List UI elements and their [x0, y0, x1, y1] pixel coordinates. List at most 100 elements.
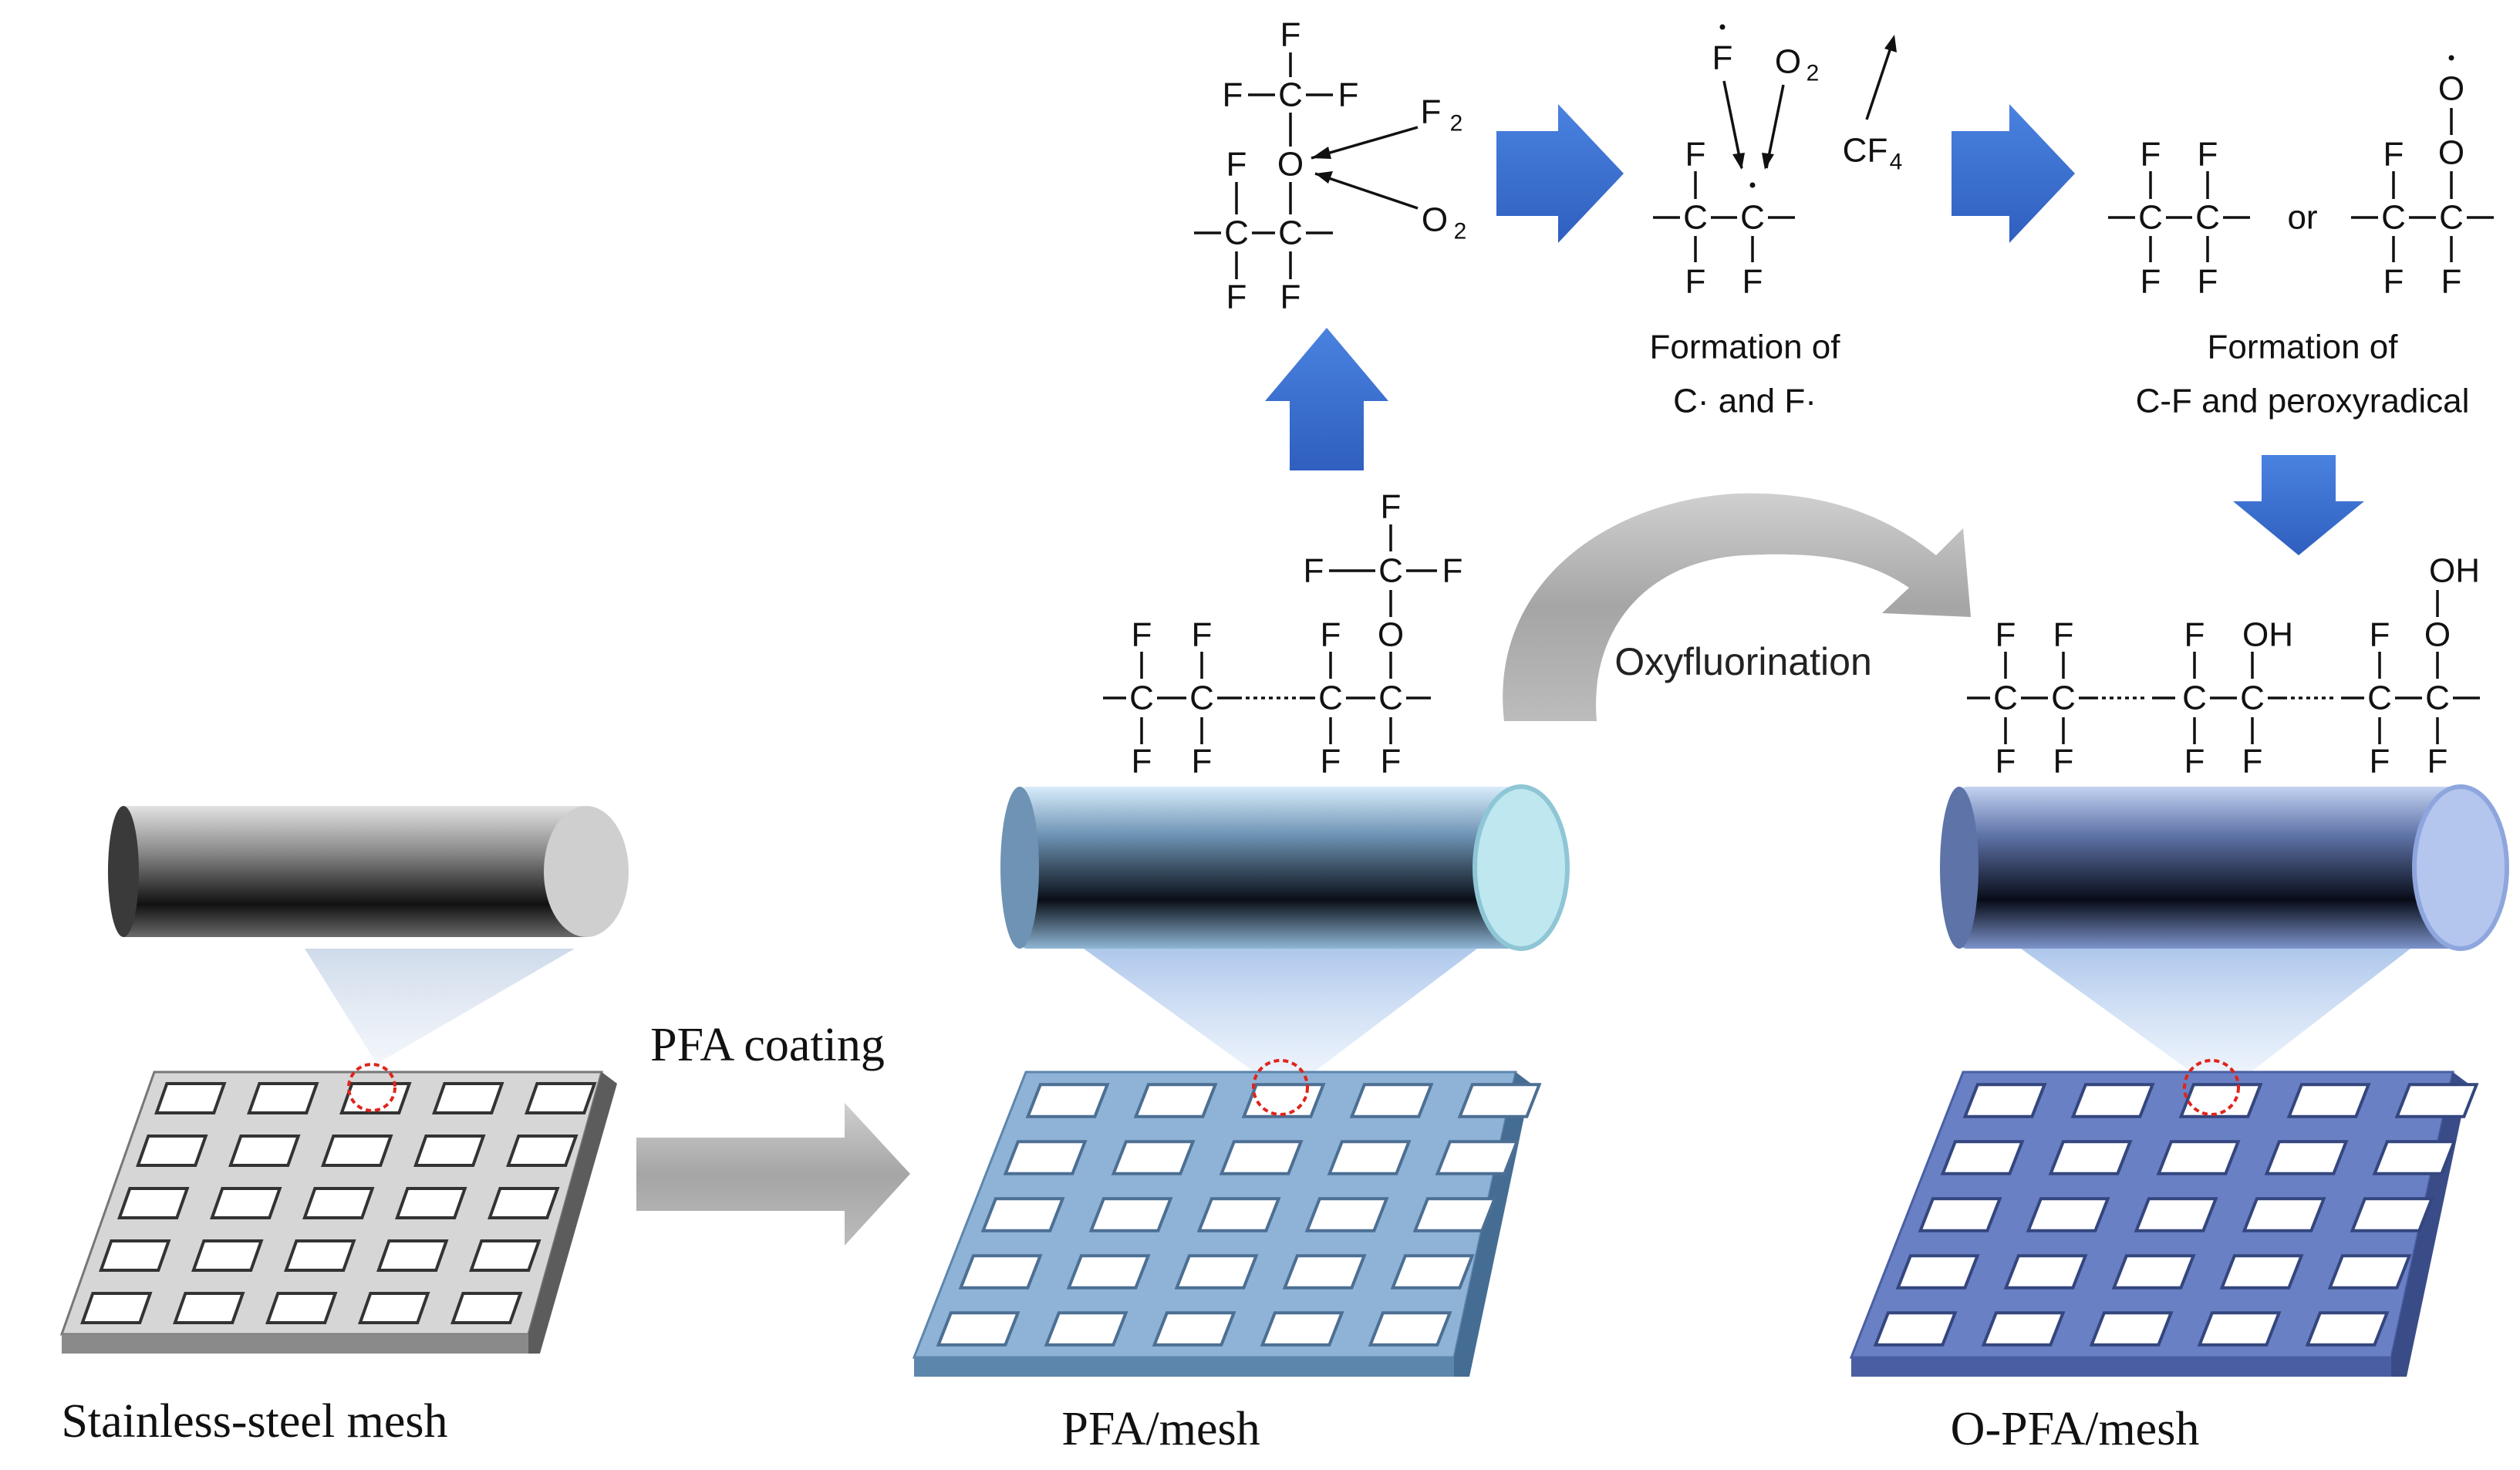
- peroxyradical-structures: F F C C F F or F C C F F O O Formation o…: [2108, 55, 2494, 420]
- svg-text:F: F: [1381, 743, 1402, 781]
- svg-text:F: F: [2198, 263, 2218, 301]
- svg-text:F: F: [2198, 136, 2218, 174]
- mesh-hole: [1152, 1311, 1236, 1347]
- zoom-beam: [1084, 949, 1477, 1080]
- svg-text:F: F: [1304, 552, 1324, 590]
- mesh-hole: [980, 1197, 1065, 1232]
- mesh-hole: [1327, 1140, 1412, 1175]
- mesh-hole: [1873, 1311, 1958, 1347]
- mesh-hole: [228, 1134, 301, 1168]
- svg-text:F: F: [1321, 616, 1341, 654]
- svg-text:F: F: [2383, 136, 2404, 174]
- opfa-mesh-grid: [1849, 1070, 2479, 1377]
- mesh-hole: [302, 1186, 375, 1220]
- svg-text:OH: OH: [2429, 552, 2480, 590]
- svg-text:C: C: [1224, 214, 1249, 252]
- mesh-hole: [117, 1186, 190, 1220]
- mesh-hole: [358, 1291, 430, 1325]
- mesh-hole: [2264, 1140, 2349, 1175]
- svg-text:CF: CF: [1843, 132, 1888, 170]
- mesh-hole: [395, 1186, 467, 1220]
- zoom-beam: [2021, 949, 2410, 1080]
- svg-text:F: F: [1712, 39, 1733, 77]
- mesh-hole: [2070, 1083, 2155, 1118]
- svg-text:F: F: [1685, 136, 1706, 174]
- svg-text:F: F: [1381, 488, 1402, 526]
- svg-text:F: F: [1321, 743, 1341, 781]
- svg-text:F: F: [1995, 743, 2016, 781]
- stainless-mesh-stage: Stainless-steel mesh: [59, 806, 629, 1448]
- mesh-hole: [2089, 1311, 2174, 1347]
- arrow-down: [2233, 455, 2364, 555]
- highlight-circle: [2183, 1059, 2240, 1116]
- mesh-hole: [1304, 1197, 1389, 1232]
- svg-text:C: C: [2381, 199, 2406, 237]
- mesh-hole: [1435, 1140, 1520, 1175]
- mesh-hole: [958, 1254, 1043, 1290]
- mesh-hole: [1044, 1311, 1128, 1347]
- pfa-coating-label: PFA coating: [650, 1019, 885, 1071]
- svg-text:F: F: [2184, 743, 2205, 781]
- svg-text:C: C: [1129, 679, 1154, 717]
- radicals-caption-2: C· and F·: [1673, 383, 1817, 420]
- opfa-mesh-stage: O-PFA/mesh: [1849, 784, 2509, 1455]
- mesh-hole: [1196, 1197, 1281, 1232]
- mesh-hole: [413, 1134, 486, 1168]
- svg-text:F: F: [1995, 616, 2016, 654]
- svg-text:C: C: [1378, 552, 1403, 590]
- svg-text:C: C: [1378, 679, 1403, 717]
- mesh-hole: [80, 1291, 153, 1325]
- svg-text:O: O: [1775, 43, 1801, 81]
- svg-text:F: F: [2053, 616, 2074, 654]
- pfa-wire-cylinder: [1000, 784, 1570, 951]
- svg-text:O: O: [1277, 146, 1304, 184]
- mesh-hole: [2305, 1311, 2390, 1347]
- mesh-hole: [154, 1081, 227, 1115]
- svg-text:F: F: [2140, 136, 2161, 174]
- mesh-hole: [1349, 1083, 1434, 1118]
- svg-text:O: O: [1422, 201, 1448, 239]
- opfa-chain-structure: C C C C C C F F F F F F OH F F F F O OH: [1967, 552, 2480, 781]
- mesh-hole: [1241, 1083, 1326, 1118]
- pfa-mesh-grid: [912, 1070, 1542, 1377]
- mesh-hole: [191, 1239, 264, 1273]
- pfa-mesh-stage: PFA/mesh: [912, 784, 1570, 1455]
- mesh-hole: [525, 1081, 597, 1115]
- mesh-hole: [1368, 1311, 1452, 1347]
- mesh-hole: [2197, 1311, 2282, 1347]
- mesh-hole: [1025, 1083, 1110, 1118]
- svg-text:C: C: [1683, 199, 1708, 237]
- svg-text:C: C: [2367, 679, 2392, 717]
- mesh-hole: [136, 1134, 208, 1168]
- svg-text:O: O: [2424, 616, 2451, 654]
- curved-arrow: [1503, 493, 1971, 721]
- mesh-hole: [506, 1134, 579, 1168]
- svg-text:O: O: [1378, 616, 1404, 654]
- mesh-hole: [265, 1291, 338, 1325]
- svg-text:F: F: [1742, 263, 1763, 301]
- svg-text:F: F: [1338, 76, 1359, 114]
- mesh-hole: [1457, 1083, 1542, 1118]
- svg-text:F: F: [2383, 263, 2404, 301]
- cf-caption-2: C-F and peroxyradical: [2136, 383, 2470, 420]
- mesh-hole: [2242, 1197, 2326, 1232]
- steel-mesh-grid: [59, 1070, 617, 1354]
- mesh-hole: [2286, 1083, 2371, 1118]
- svg-text:C: C: [2425, 679, 2450, 717]
- svg-text:F: F: [1442, 552, 1463, 590]
- mesh-hole: [210, 1186, 282, 1220]
- svg-text:F: F: [1421, 93, 1442, 131]
- svg-text:C: C: [2051, 679, 2076, 717]
- svg-text:F: F: [2370, 743, 2390, 781]
- mesh-hole: [1895, 1254, 1980, 1290]
- svg-text:C: C: [2182, 679, 2207, 717]
- mesh-hole: [2178, 1083, 2263, 1118]
- svg-text:F: F: [1226, 146, 1247, 184]
- opfa-wire-cylinder: [1940, 784, 2509, 951]
- svg-text:C: C: [2138, 199, 2163, 237]
- mesh-hole: [1260, 1311, 1344, 1347]
- mesh-hole: [99, 1239, 171, 1273]
- svg-text:F: F: [1132, 616, 1152, 654]
- svg-text:2: 2: [1450, 111, 1463, 137]
